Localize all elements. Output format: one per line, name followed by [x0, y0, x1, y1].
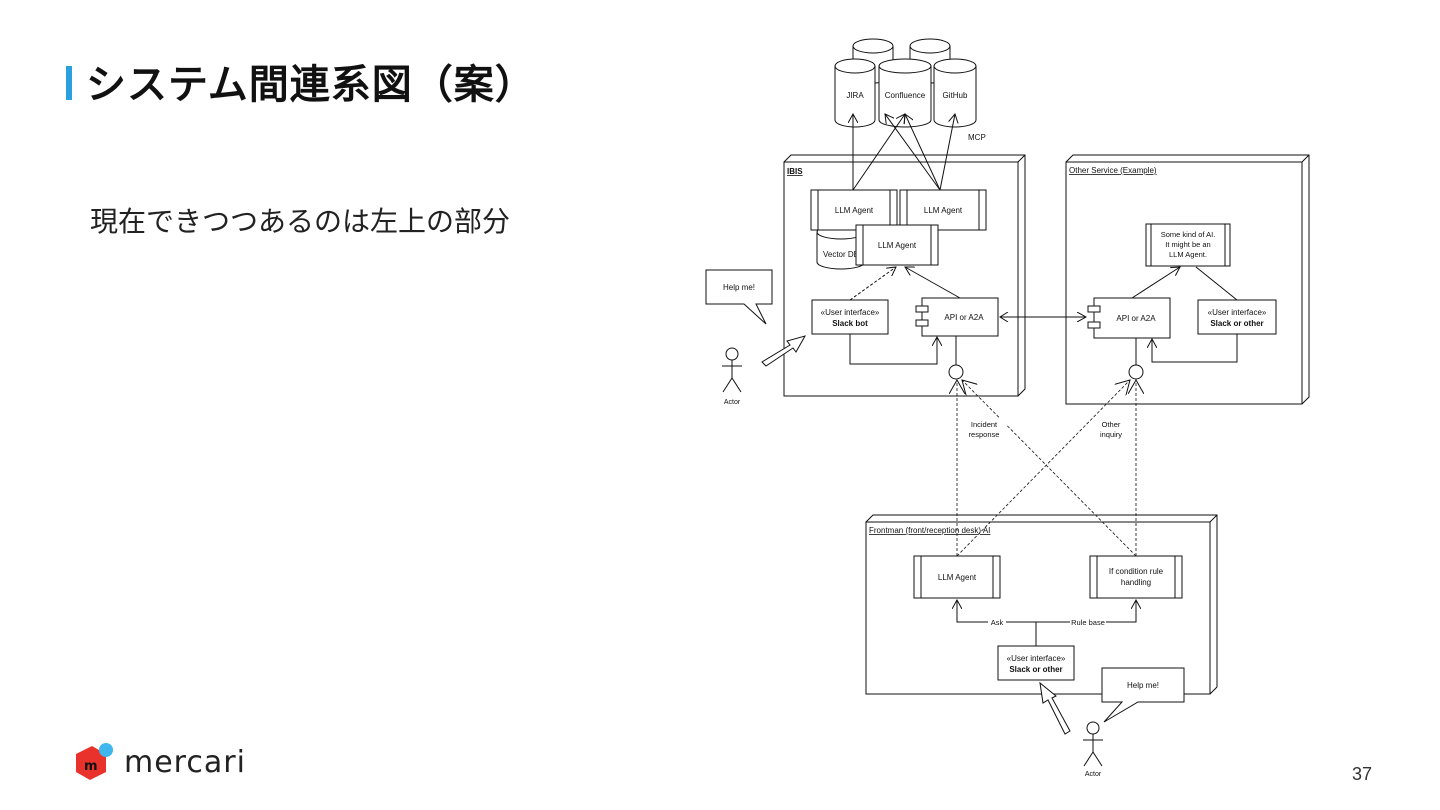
other-inquiry-line1: Other [1102, 420, 1121, 429]
other-ui-stereo: «User interface» [1208, 308, 1267, 317]
ask-label-bg [988, 617, 1006, 627]
frontman-rule-box [1089, 555, 1183, 599]
frontman-ui-stereo: «User interface» [1007, 654, 1066, 663]
other-ai-line1: Some kind of AI. [1161, 230, 1216, 239]
svg-text:m: m [84, 759, 98, 774]
actor-2-arrow [1039, 681, 1071, 735]
ask-label: Ask [991, 618, 1004, 627]
title-accent-bar [66, 66, 72, 100]
actor-1-arrow [761, 335, 807, 367]
other-api-component [1087, 297, 1171, 339]
database-label-github: GitHub [943, 91, 968, 100]
mercari-logo-text: mercari [124, 744, 246, 780]
ibis-slack-bot [811, 299, 889, 335]
other-inquiry-line2: inquiry [1100, 430, 1122, 439]
actor-1-figure [722, 347, 742, 393]
ibis-api-label: API or A2A [944, 313, 984, 322]
vector-db-label: Vector DB [823, 250, 859, 259]
rule-base-label: Rule base [1071, 618, 1105, 627]
frontman-agent-label: LLM Agent [938, 573, 977, 582]
frontman-ui-name: Slack or other [1009, 665, 1062, 674]
other-api-label: API or A2A [1116, 314, 1156, 323]
slide-subtitle: 現在できつつあるのは左上の部分 [90, 205, 511, 238]
database-group [834, 38, 977, 128]
other-connectors [1128, 267, 1238, 380]
mcp-arrows [853, 114, 955, 191]
database-confluence [878, 58, 932, 128]
other-ui-name: Slack or other [1210, 319, 1263, 328]
frontman-rule-line1: If condition rule [1109, 567, 1164, 576]
help-bubble-1-text: Help me! [723, 283, 755, 292]
other-ai-line2: It might be an [1165, 240, 1210, 249]
actor-2-label: Actor [1085, 771, 1102, 778]
other-ui-box [1197, 299, 1277, 335]
ibis-agent-1 [810, 189, 898, 231]
other-service-title: Other Service (Example) [1069, 166, 1157, 175]
frontman-agent-box [913, 555, 1001, 599]
help-bubble-2-text: Help me! [1127, 681, 1159, 690]
ibis-slack-name: Slack bot [832, 319, 868, 328]
database-github [933, 58, 977, 128]
frontman-connectors [957, 600, 1136, 646]
incident-line1: Incident [971, 420, 998, 429]
ibis-agent-3 [855, 224, 939, 266]
ibis-slack-stereo: «User interface» [821, 308, 880, 317]
other-ai-box [1145, 223, 1231, 267]
other-ai-line3: LLM Agent. [1169, 250, 1207, 259]
ibis-agent-2-label: LLM Agent [924, 206, 963, 215]
database-label-jira: JIRA [846, 91, 864, 100]
actor-1-label: Actor [724, 399, 741, 406]
incident-line2: response [969, 430, 1000, 439]
mercari-logo-icon: m [76, 743, 113, 780]
slide-title: システム間連系図（案） [86, 62, 536, 108]
rule-base-label-bg [1070, 617, 1106, 627]
ibis-agent-1-label: LLM Agent [835, 206, 874, 215]
incident-label-bg [962, 418, 1006, 442]
ibis-agent-3-label: LLM Agent [878, 241, 917, 250]
help-bubble-2 [1101, 667, 1185, 723]
database-label-confluence: Confluence [885, 91, 926, 100]
mcp-label: MCP [968, 133, 986, 142]
frontman-ui-box [997, 645, 1075, 681]
mercari-logo: m mercari [72, 742, 246, 782]
ibis-title: IBIS [787, 167, 803, 176]
frontman-title: Frontman (front/reception desk) AI [869, 526, 990, 535]
frontman-rule-line2: handling [1121, 578, 1151, 587]
database-jira [834, 58, 876, 128]
dependency-lines [957, 380, 1136, 557]
page-number: 37 [1352, 764, 1373, 784]
actor-2-figure [1083, 721, 1103, 767]
help-bubble-1 [705, 269, 773, 325]
other-service-node [1065, 154, 1310, 405]
ibis-agent-2 [899, 189, 987, 231]
other-inquiry-label-bg [1094, 418, 1128, 442]
